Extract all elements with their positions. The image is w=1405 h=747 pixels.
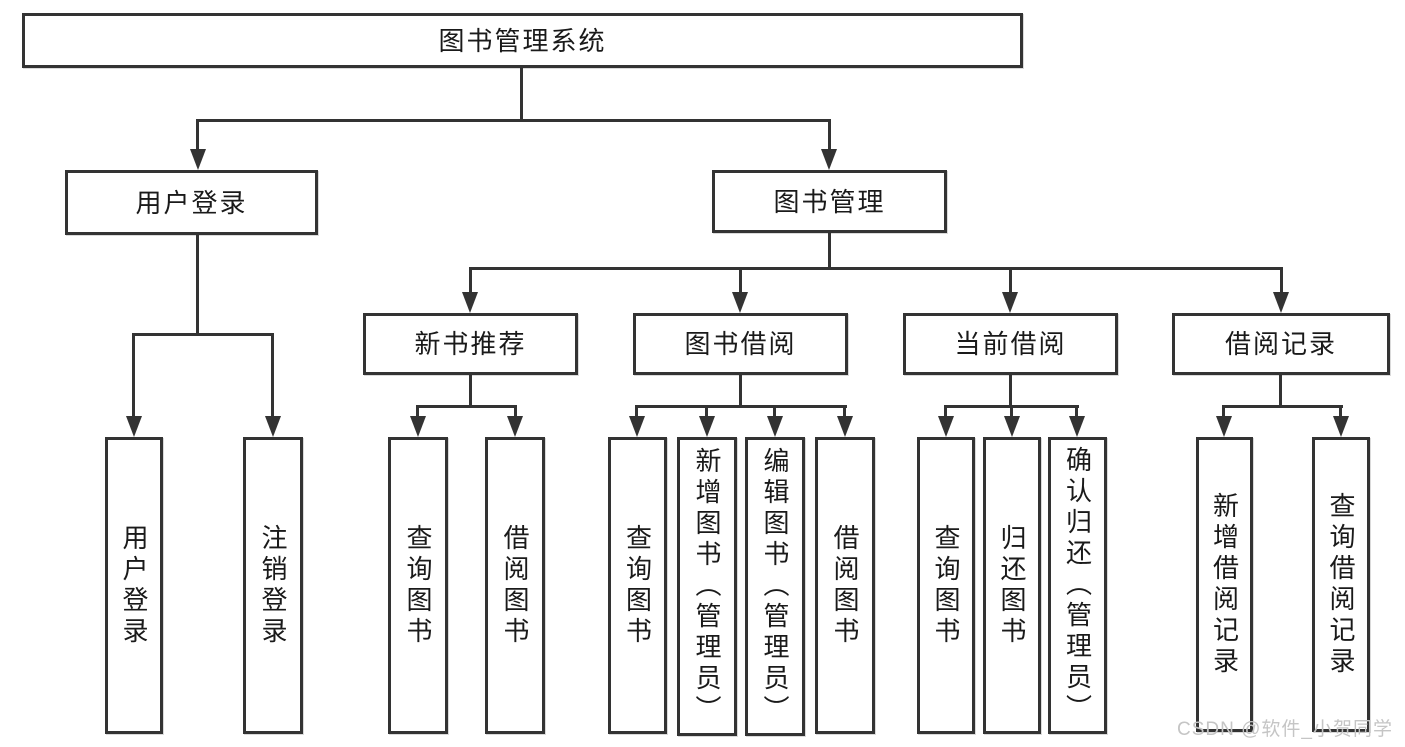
node-label: 查询图书 [403, 523, 433, 648]
connector-line [196, 233, 199, 336]
node-label: 确认归还（管理员） [1062, 446, 1093, 725]
node-label: 查询图书 [622, 523, 653, 648]
connector-line [416, 405, 419, 419]
arrow-down-icon [410, 416, 426, 437]
connector-line [635, 405, 638, 419]
connector-line [705, 405, 708, 419]
node-label: 图书管理系统 [438, 25, 607, 56]
connector-line [739, 374, 742, 408]
node-label: 图书管理 [773, 186, 886, 217]
connector-line [1009, 374, 1012, 408]
connector-line [1222, 405, 1343, 408]
connector-line [1075, 405, 1078, 419]
connector-line [469, 374, 472, 408]
node-user-login-module: 用户登录 [65, 170, 318, 235]
node-label: 归还图书 [997, 523, 1027, 648]
arrow-down-icon [837, 416, 853, 437]
node-label: 当前借阅 [954, 329, 1067, 359]
arrow-down-icon [629, 416, 645, 437]
connector-line [828, 232, 831, 269]
node-label: 注销登录 [258, 523, 288, 648]
arrow-down-icon [1273, 292, 1289, 313]
arrow-down-icon [126, 416, 142, 437]
node-borrow-books-recommend: 借阅图书 [485, 437, 545, 734]
node-add-borrow-record: 新增借阅记录 [1196, 437, 1253, 732]
node-query-books-recommend: 查询图书 [388, 437, 448, 734]
node-label: 查询借阅记录 [1326, 491, 1356, 678]
connector-line [773, 405, 776, 419]
connector-line [739, 267, 742, 295]
node-label: 用户登录 [119, 523, 149, 648]
arrow-down-icon [507, 416, 523, 437]
connector-line [469, 267, 472, 295]
node-label: 借阅记录 [1224, 329, 1337, 359]
connector-line [1010, 405, 1013, 419]
node-borrowing-records: 借阅记录 [1172, 313, 1390, 375]
arrow-down-icon [265, 416, 281, 437]
arrow-down-icon [699, 416, 715, 437]
node-borrow-books-leaf: 借阅图书 [815, 437, 875, 734]
node-logout-leaf: 注销登录 [243, 437, 303, 734]
arrow-down-icon [732, 292, 748, 313]
node-new-book-recommendation: 新书推荐 [363, 313, 578, 375]
connector-line [843, 405, 846, 419]
arrow-down-icon [821, 149, 837, 170]
connector-line [520, 68, 523, 121]
node-label: 图书借阅 [684, 329, 797, 359]
connector-line [828, 119, 831, 152]
arrow-down-icon [462, 292, 478, 313]
node-label: 编辑图书（管理员） [760, 447, 790, 726]
node-label: 新增借阅记录 [1209, 491, 1240, 678]
node-query-books-borrowing: 查询图书 [608, 437, 667, 734]
arrow-down-icon [767, 416, 783, 437]
node-current-borrowing: 当前借阅 [903, 313, 1118, 375]
arrow-down-icon [1004, 416, 1020, 437]
csdn-watermark: CSDN @软件_小贺同学 [1177, 719, 1393, 740]
arrow-down-icon [1069, 416, 1085, 437]
connector-line [132, 333, 135, 419]
node-library-management-system: 图书管理系统 [22, 13, 1023, 68]
node-edit-books-admin: 编辑图书（管理员） [745, 437, 805, 736]
node-label: 新增图书（管理员） [692, 447, 722, 726]
connector-line [271, 333, 274, 419]
node-label: 查询图书 [931, 523, 961, 648]
arrow-down-icon [938, 416, 954, 437]
node-label: 用户登录 [135, 187, 248, 218]
connector-line [196, 119, 199, 152]
connector-line [196, 119, 830, 122]
connector-line [944, 405, 947, 419]
node-add-books-admin: 新增图书（管理员） [677, 437, 737, 736]
arrow-down-icon [1002, 292, 1018, 313]
node-book-borrowing: 图书借阅 [633, 313, 848, 375]
arrow-down-icon [1216, 416, 1232, 437]
node-return-books: 归还图书 [983, 437, 1041, 734]
connector-line [635, 405, 847, 408]
arrow-down-icon [1333, 416, 1349, 437]
node-book-management-module: 图书管理 [712, 170, 947, 233]
connector-line [469, 267, 1283, 270]
connector-line [1279, 374, 1282, 408]
arrow-down-icon [190, 149, 206, 170]
node-label: 借阅图书 [500, 523, 530, 648]
connector-line [1339, 405, 1342, 419]
node-query-books-current: 查询图书 [917, 437, 975, 734]
connector-line [1009, 267, 1012, 295]
node-label: 新书推荐 [414, 329, 527, 359]
node-query-borrow-record: 查询借阅记录 [1312, 437, 1370, 732]
connector-line [416, 405, 517, 408]
connector-line [1222, 405, 1225, 419]
node-user-login-leaf: 用户登录 [105, 437, 163, 734]
node-label: 借阅图书 [830, 523, 860, 648]
connector-line [132, 333, 274, 336]
node-confirm-return-admin: 确认归还（管理员） [1048, 437, 1107, 734]
connector-line [514, 405, 517, 419]
connector-line [1280, 267, 1283, 295]
